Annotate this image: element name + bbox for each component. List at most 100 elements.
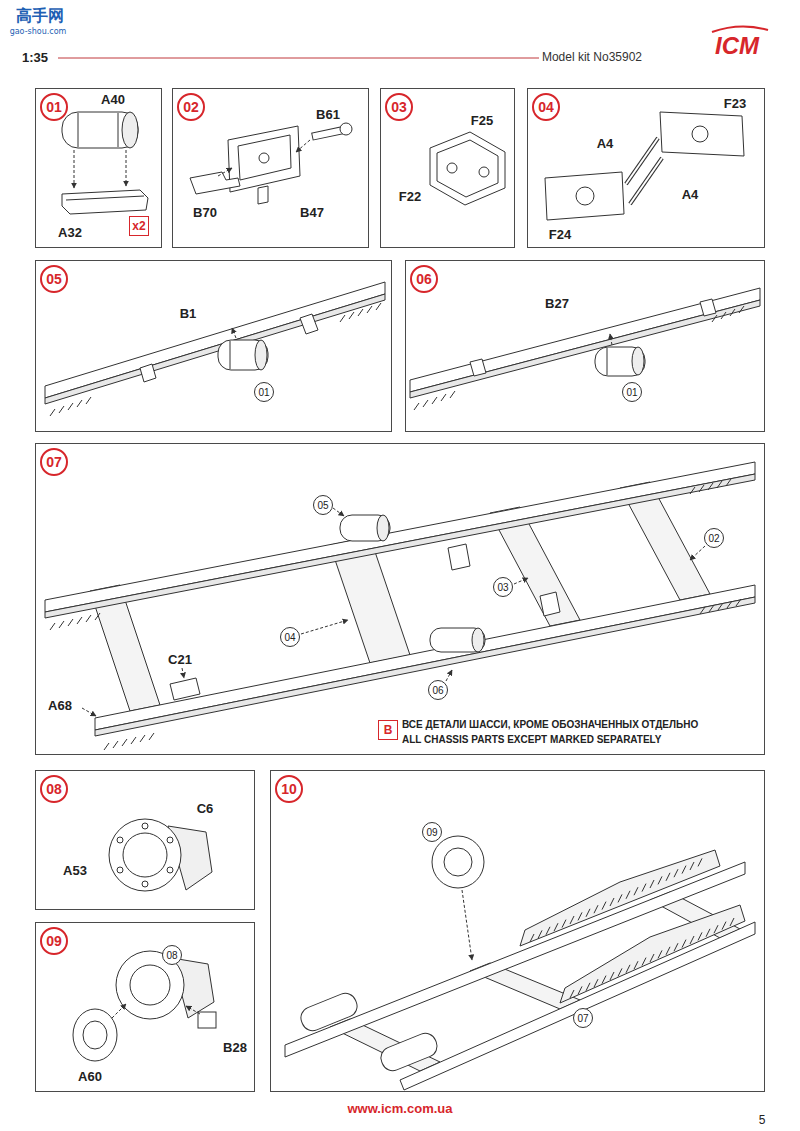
wheel-hub	[109, 819, 212, 891]
assembly-arrow	[690, 546, 705, 560]
callout-number: 04	[284, 632, 295, 643]
leaf-spring-hatch	[530, 858, 734, 998]
rod	[626, 138, 662, 204]
part-label: B61	[314, 107, 342, 122]
bracket	[170, 678, 200, 700]
rod	[626, 138, 658, 184]
frame-rail	[45, 282, 385, 404]
assembly-arrow	[462, 890, 472, 960]
wheel-hub	[73, 951, 216, 1061]
marker-letter: x2	[132, 219, 145, 233]
bolt	[312, 123, 352, 140]
frame-rail	[410, 288, 760, 398]
fuel-tank	[118, 113, 119, 147]
assembly-arrow	[446, 670, 452, 681]
bolt	[312, 127, 343, 140]
marker-box: B	[378, 720, 398, 740]
assembly-arrow	[301, 620, 348, 634]
fuel-tank	[595, 347, 645, 376]
assembly-arrow	[232, 328, 236, 338]
leaf-spring	[50, 479, 741, 750]
bracket	[448, 544, 470, 570]
fuel-tank	[230, 341, 231, 369]
leaf-spring	[50, 613, 100, 630]
frame-rail	[400, 922, 755, 1090]
cross-member	[330, 892, 740, 1071]
fuel-tank	[218, 340, 268, 370]
frame-rail	[140, 364, 156, 382]
part-label: F25	[469, 113, 495, 128]
fuel-tank	[122, 112, 138, 148]
hook-bracket	[190, 172, 240, 194]
step-panel: 04	[527, 88, 765, 248]
step-number: 09	[40, 927, 68, 955]
assembly-arrow	[610, 334, 612, 345]
wheel-hub	[117, 837, 123, 843]
frame-rail	[45, 474, 755, 618]
bracket-plate	[259, 153, 269, 163]
part-label: C21	[166, 652, 194, 667]
fuel-tank	[472, 628, 484, 652]
assembly-callout: 02	[704, 528, 724, 548]
leaf-spring-hatch	[530, 858, 702, 942]
part-label: B47	[298, 205, 326, 220]
bracket-plate	[258, 186, 268, 204]
assembly-callout: 07	[573, 1008, 593, 1028]
fuel-tank	[378, 1030, 441, 1074]
frame-rail	[95, 585, 755, 730]
part-label: F23	[722, 96, 748, 111]
rod-core	[626, 138, 662, 204]
bracket	[540, 592, 560, 616]
kit-number: Model kit No35902	[539, 50, 642, 64]
step-number: 07	[40, 448, 68, 476]
leaf-spring	[520, 850, 745, 1003]
marker-letter: B	[384, 723, 393, 737]
tank-cradle	[62, 190, 148, 214]
frame-rail	[45, 294, 385, 404]
cross-plate	[576, 187, 594, 205]
assembly-arrow	[186, 1006, 200, 1014]
watermark: gao-shou.com	[10, 27, 67, 36]
wheel-hub	[123, 833, 167, 877]
step-panel: 0908	[35, 922, 255, 1092]
fuel-tank	[255, 340, 267, 370]
fuel-tank	[298, 990, 361, 1034]
assembly-arrow	[218, 140, 310, 176]
fuel-tank	[62, 112, 138, 148]
part-label: C6	[195, 801, 216, 816]
assembly-arrow	[296, 140, 310, 152]
callout-number: 02	[708, 533, 719, 544]
wheel-hub	[109, 819, 181, 891]
header-rule	[58, 58, 575, 59]
cross-member	[90, 482, 710, 711]
leaf-spring	[414, 306, 744, 410]
assembly-arrow	[182, 668, 184, 678]
part-label: B1	[178, 306, 199, 321]
assembly-arrow	[610, 334, 612, 345]
bracket-plate	[228, 126, 300, 204]
fuel-tank	[595, 347, 645, 376]
step-number: 03	[385, 93, 413, 121]
assembly-callout: 01	[254, 382, 274, 402]
frame-rail	[45, 282, 385, 398]
note-text: ALL CHASSIS PARTS EXCEPT MARKED SEPARATE…	[402, 734, 661, 745]
fuel-tank	[298, 990, 441, 1074]
assembly-arrow	[82, 708, 96, 716]
leaf-spring	[700, 599, 741, 614]
rod	[630, 158, 662, 204]
wheel-hub	[130, 965, 170, 1005]
fuel-tank	[218, 340, 268, 370]
step-panel: 08	[35, 770, 255, 910]
fuel-tank	[340, 515, 390, 541]
frame-rail	[95, 597, 755, 736]
frame-rail	[45, 462, 755, 612]
wheel-hub	[167, 867, 173, 873]
tank-cradle	[62, 190, 148, 214]
frame-rail	[410, 300, 760, 398]
step-number: 02	[177, 93, 205, 121]
callout-number: 07	[577, 1013, 588, 1024]
